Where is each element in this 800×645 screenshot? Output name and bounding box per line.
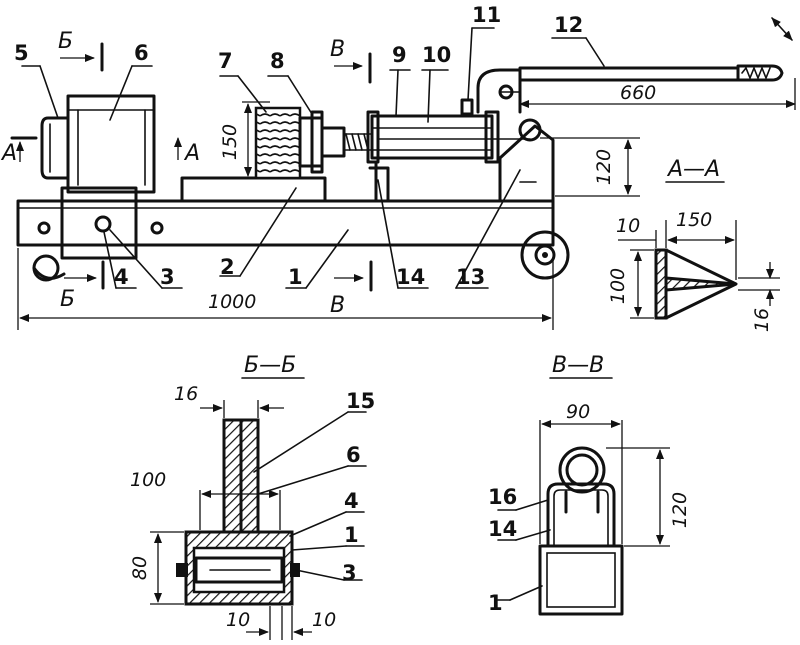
label-bb-15: 15: [346, 389, 375, 413]
label-6: 6: [134, 41, 149, 65]
label-1: 1: [288, 265, 303, 289]
section-v-top: В: [330, 37, 345, 62]
section-v-bottom: В: [330, 293, 345, 318]
log-7: [254, 106, 302, 180]
stand-13: [498, 124, 555, 203]
label-bb-4: 4: [344, 489, 359, 513]
label-14: 14: [396, 265, 425, 289]
dim-aa-16: 16: [751, 308, 773, 332]
label-8: 8: [270, 49, 285, 73]
label-12: 12: [554, 13, 583, 37]
pipe-16: [558, 446, 606, 494]
dim-bb-10b: 10: [312, 609, 336, 631]
label-bb-6: 6: [346, 443, 361, 467]
section-a-right: А: [183, 141, 200, 166]
section-vv-title: В—В: [552, 353, 604, 378]
dim-bb-16: 16: [174, 383, 198, 405]
label-9: 9: [392, 43, 407, 67]
section-aa-title: А—А: [666, 157, 720, 182]
dim-bb-80: 80: [129, 556, 151, 580]
dim-120: 120: [593, 149, 615, 185]
label-bb-3: 3: [342, 561, 357, 585]
wheel: [520, 230, 570, 280]
label-2: 2: [220, 255, 235, 279]
section-bb: Б—Б 16 100 80 10 10 15: [129, 353, 375, 640]
label-bb-1: 1: [344, 523, 359, 547]
cylinder-10: [370, 114, 494, 160]
dim-aa-10: 10: [616, 215, 640, 237]
section-bb-title: Б—Б: [244, 353, 296, 378]
axle-3: [194, 556, 284, 584]
label-7: 7: [218, 49, 233, 73]
beam-section: [538, 544, 624, 616]
lever-12: [518, 66, 740, 82]
dim-aa-150: 150: [676, 209, 712, 231]
base-beam: [16, 199, 555, 247]
container-6: [66, 94, 156, 194]
dim-aa-100: 100: [607, 268, 629, 304]
section-b-bottom: Б: [60, 287, 75, 312]
label-vv-14: 14: [488, 517, 517, 541]
dim-150: 150: [219, 124, 241, 160]
label-vv-16: 16: [488, 485, 517, 509]
label-13: 13: [456, 265, 485, 289]
label-5: 5: [14, 41, 29, 65]
part-labels: 5 6 7 8 9 10 11 12 2 1 4 3 14 1: [14, 3, 605, 289]
dim-vv-120: 120: [669, 492, 691, 528]
pump-11: [476, 68, 522, 114]
label-4: 4: [114, 265, 129, 289]
handle-5: [40, 116, 70, 180]
label-vv-1: 1: [488, 591, 503, 615]
main-view: 1000 660 150 120 А А Б Б В В: [0, 3, 796, 330]
dim-length: 1000: [208, 291, 256, 313]
section-b-top: Б: [58, 29, 73, 54]
label-10: 10: [422, 43, 451, 67]
axle-bolt: [94, 215, 112, 233]
pusher-plate: [180, 176, 327, 203]
section-a-left: А: [0, 141, 17, 166]
dim-vv-90: 90: [566, 401, 590, 423]
label-11: 11: [472, 3, 501, 27]
dim-lever: 660: [620, 82, 656, 104]
section-vv: В—В 90 120 16 14 1: [488, 353, 691, 616]
dim-bb-100: 100: [130, 469, 166, 491]
dim-bb-10a: 10: [226, 609, 250, 631]
support-bracket: [60, 186, 138, 260]
section-aa: А—А 10 150 100 16: [607, 157, 780, 332]
label-3: 3: [160, 265, 175, 289]
